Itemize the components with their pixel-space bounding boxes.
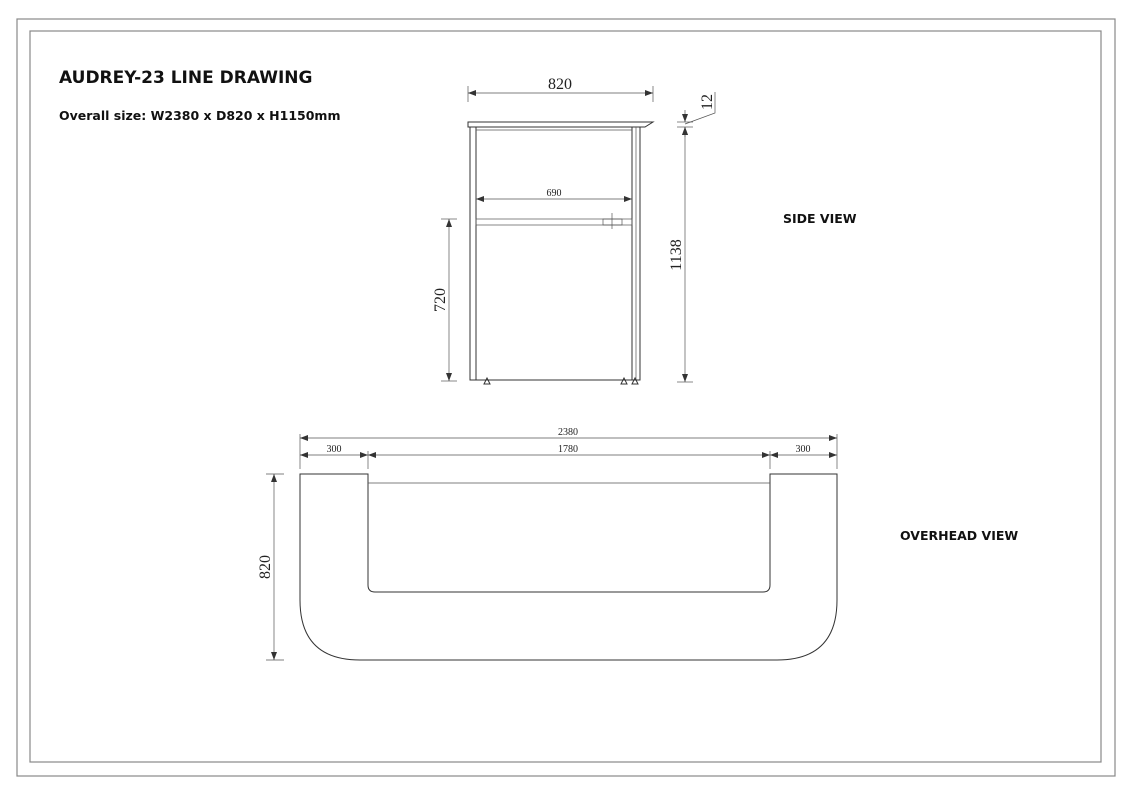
foot: [631, 376, 639, 385]
shelf-bracket: [602, 218, 623, 226]
overall-size: Overall size: W2380 x D820 x H1150mm: [59, 108, 340, 123]
drawing-title: AUDREY-23 LINE DRAWING: [59, 68, 312, 88]
dim-left-return: 300: [327, 444, 342, 455]
dim-inner-width: 690: [547, 188, 562, 199]
dim-center-opening: 1780: [558, 444, 578, 455]
dim-shelf-height: 720: [432, 288, 449, 312]
inner-border: [29, 30, 1102, 763]
foot: [620, 376, 628, 385]
dim-top-thickness: 12: [699, 94, 716, 110]
dim-right-return: 300: [796, 444, 811, 455]
outer-border: [16, 18, 1116, 777]
dim-body-height: 1138: [668, 239, 685, 270]
overhead-view: 2380 300 1780 300 820 OVERHEAD VIEW: [257, 427, 1018, 661]
dim-overhead-depth: 820: [257, 555, 274, 579]
foot: [483, 376, 491, 385]
shelf: [475, 218, 633, 226]
left-panel: [469, 126, 477, 381]
dim-side-depth: 820: [548, 76, 572, 93]
countertop: [467, 121, 655, 128]
desk-outline: [299, 473, 838, 661]
side-view: 820 690 720 1138 12 SIDE VIEW: [432, 76, 857, 385]
side-view-label: SIDE VIEW: [783, 211, 857, 226]
dim-overall-width: 2380: [558, 427, 578, 438]
overhead-view-label: OVERHEAD VIEW: [900, 528, 1018, 543]
